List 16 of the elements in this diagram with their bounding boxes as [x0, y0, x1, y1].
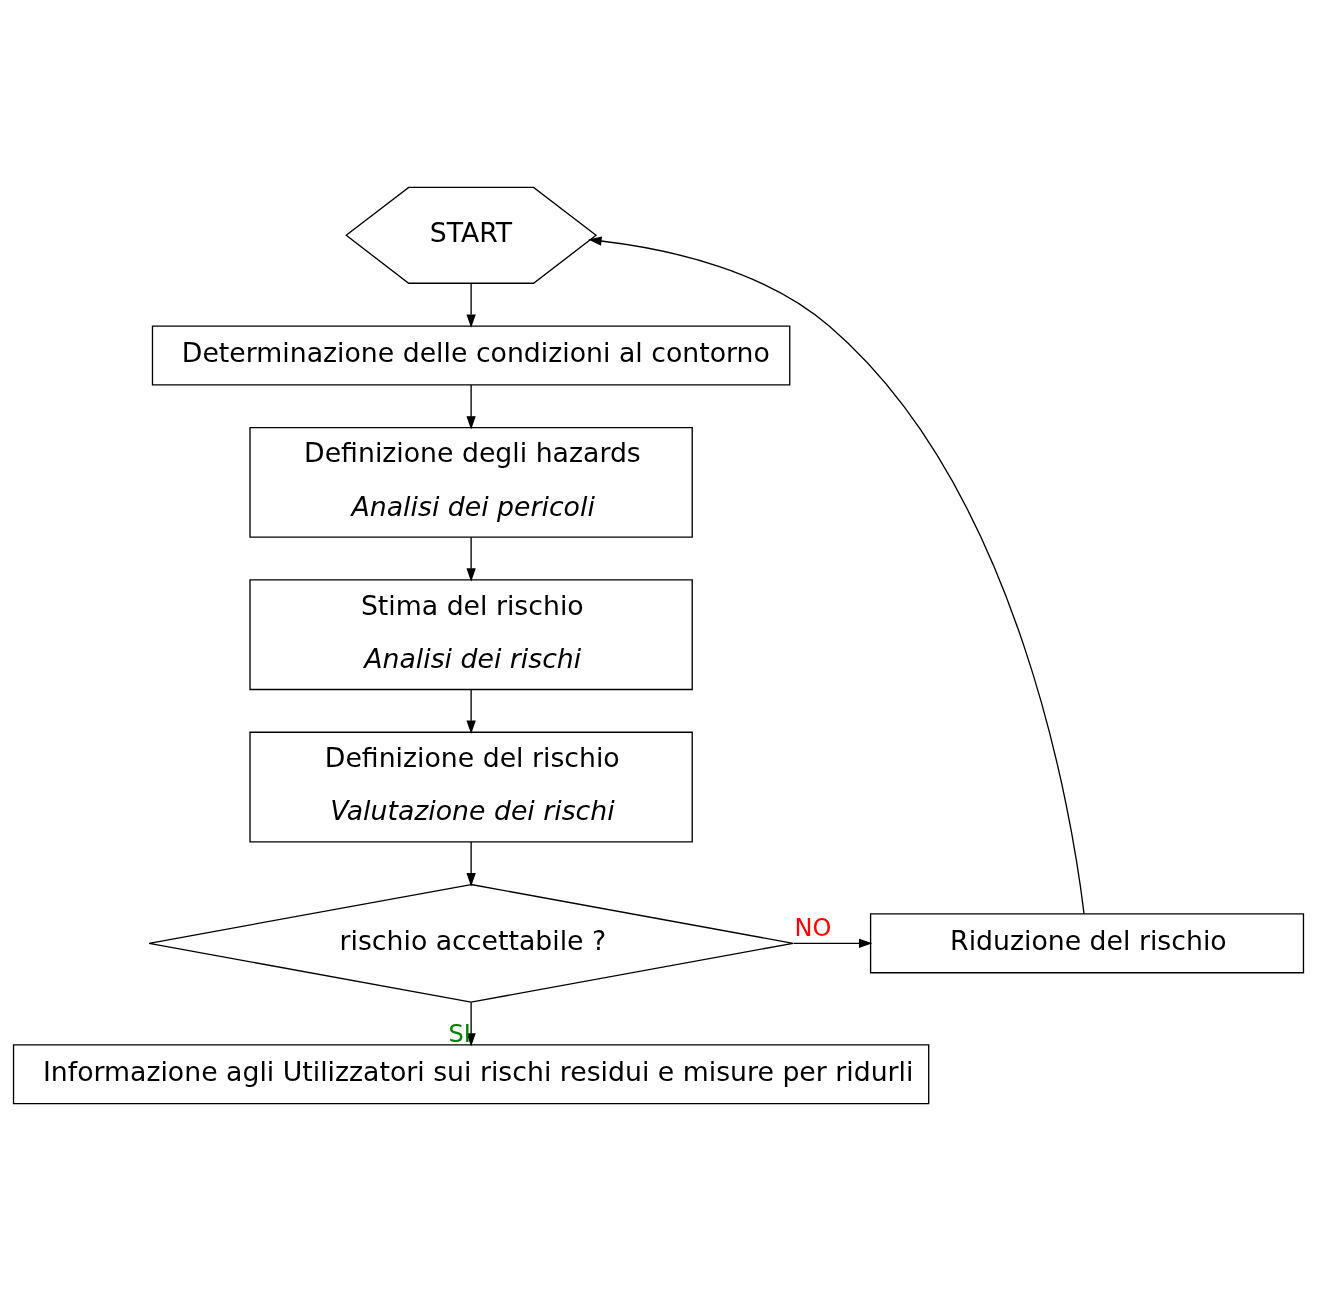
arrow [466, 689, 476, 734]
node-box: Riduzione del rischio [869, 913, 1305, 974]
edge-label: NO [794, 913, 832, 942]
arrow [792, 938, 873, 948]
arrow [466, 282, 476, 328]
arrow [466, 536, 476, 582]
arrow [466, 841, 476, 887]
node-diamond: rischio accettabile ? [148, 883, 794, 1003]
arrow [466, 1001, 476, 1047]
node-box: Definizione del rischio Valutazione dei rischi [249, 731, 693, 843]
arrow [466, 384, 476, 430]
node-box: Stima del rischio Analisi dei rischi [249, 579, 693, 691]
node-box: Definizione degli hazards Analisi dei pericoli [249, 426, 693, 538]
arrow [588, 236, 1085, 915]
node-box: Informazione agli Utilizzatori sui rischi residui e misure per ridurli [12, 1044, 930, 1105]
node-box: Determinazione delle condizioni al contorno [151, 325, 791, 386]
